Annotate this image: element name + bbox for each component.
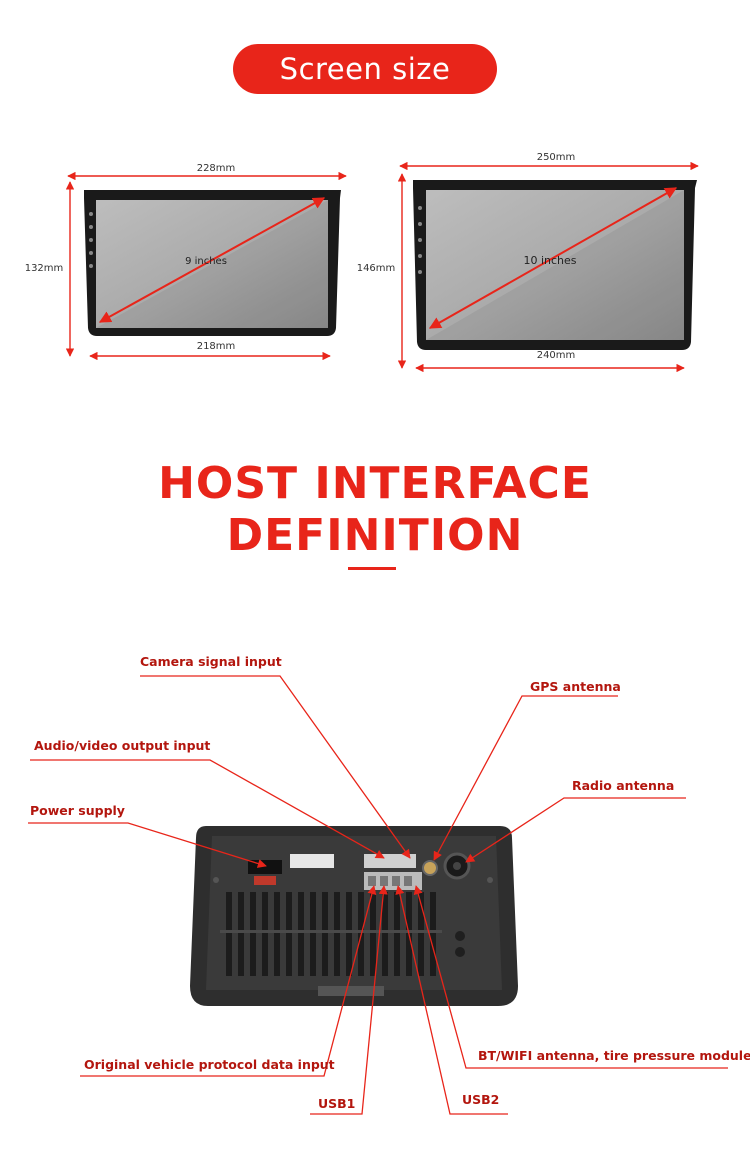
label-10-bottom-width: 240mm <box>537 350 576 361</box>
callout-power-supply: Power supply <box>30 803 125 818</box>
screen-9-inch <box>84 190 341 336</box>
label-9-bottom-width: 218mm <box>197 341 236 352</box>
label-10-top-width: 250mm <box>537 152 576 163</box>
rear-panel-diagram <box>28 675 728 1115</box>
host-unit-back <box>190 826 518 1006</box>
label-9-diagonal: 9 inches <box>185 256 227 267</box>
label-10-diagonal: 10 inches <box>523 254 576 267</box>
callout-gps-antenna: GPS antenna <box>530 679 621 694</box>
title-underline <box>348 567 396 570</box>
label-10-height: 146mm <box>357 263 396 274</box>
label-9-height: 132mm <box>25 263 64 274</box>
callout-vehicle-protocol-data-input: Original vehicle protocol data input <box>84 1057 335 1072</box>
screen-10-inch <box>413 180 697 350</box>
label-9-top-width: 228mm <box>197 163 236 174</box>
host-title-line1: HOST INTERFACE <box>158 458 592 509</box>
callout-camera-signal-input: Camera signal input <box>140 654 282 669</box>
screen-size-diagrams: 228mm 218mm 132mm 9 inches 250mm 240mm 1… <box>25 152 699 373</box>
callout-audio-video-output-input: Audio/video output input <box>34 738 211 753</box>
callout-usb1: USB1 <box>318 1096 356 1111</box>
callout-radio-antenna: Radio antenna <box>572 778 675 793</box>
callout-usb2: USB2 <box>462 1092 500 1107</box>
host-title-line2: DEFINITION <box>226 510 524 561</box>
callout-bt-wifi-antenna: BT/WIFI antenna, tire pressure module, e… <box>478 1048 750 1063</box>
screen-size-badge: Screen size <box>233 44 497 94</box>
